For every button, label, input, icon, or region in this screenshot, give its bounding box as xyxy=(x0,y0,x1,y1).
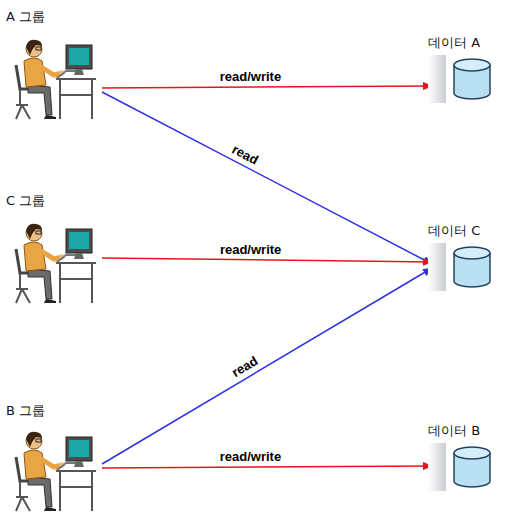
data-label: 데이터 B xyxy=(428,423,480,439)
database-icon xyxy=(428,443,500,491)
group-label: C 그룹 xyxy=(6,193,45,209)
edge-label: read xyxy=(228,353,262,381)
data-store: 데이터 A xyxy=(428,32,502,103)
user-icon xyxy=(6,427,98,513)
database-icon xyxy=(428,243,500,291)
group-label: B 그룹 xyxy=(6,403,45,419)
access-arrow xyxy=(102,268,432,464)
user-group: A 그룹 xyxy=(6,6,100,121)
data-label: 데이터 A xyxy=(428,35,480,51)
user-group: C 그룹 xyxy=(6,190,100,305)
access-arrow xyxy=(102,466,432,468)
edge-label: read/write xyxy=(218,70,283,84)
user-icon xyxy=(6,35,98,121)
edge-label: read/write xyxy=(218,450,283,464)
data-label: 데이터 C xyxy=(428,223,480,239)
database-icon xyxy=(428,55,500,103)
group-label: A 그룹 xyxy=(6,9,45,25)
edge-label: read xyxy=(228,142,262,169)
access-arrow xyxy=(102,92,432,264)
data-store: 데이터 B xyxy=(428,420,502,491)
edge-label: read/write xyxy=(218,243,283,257)
user-group: B 그룹 xyxy=(6,400,100,513)
access-arrow xyxy=(102,86,432,88)
user-icon xyxy=(6,219,98,305)
access-arrow xyxy=(102,258,432,262)
data-store: 데이터 C xyxy=(428,220,502,291)
